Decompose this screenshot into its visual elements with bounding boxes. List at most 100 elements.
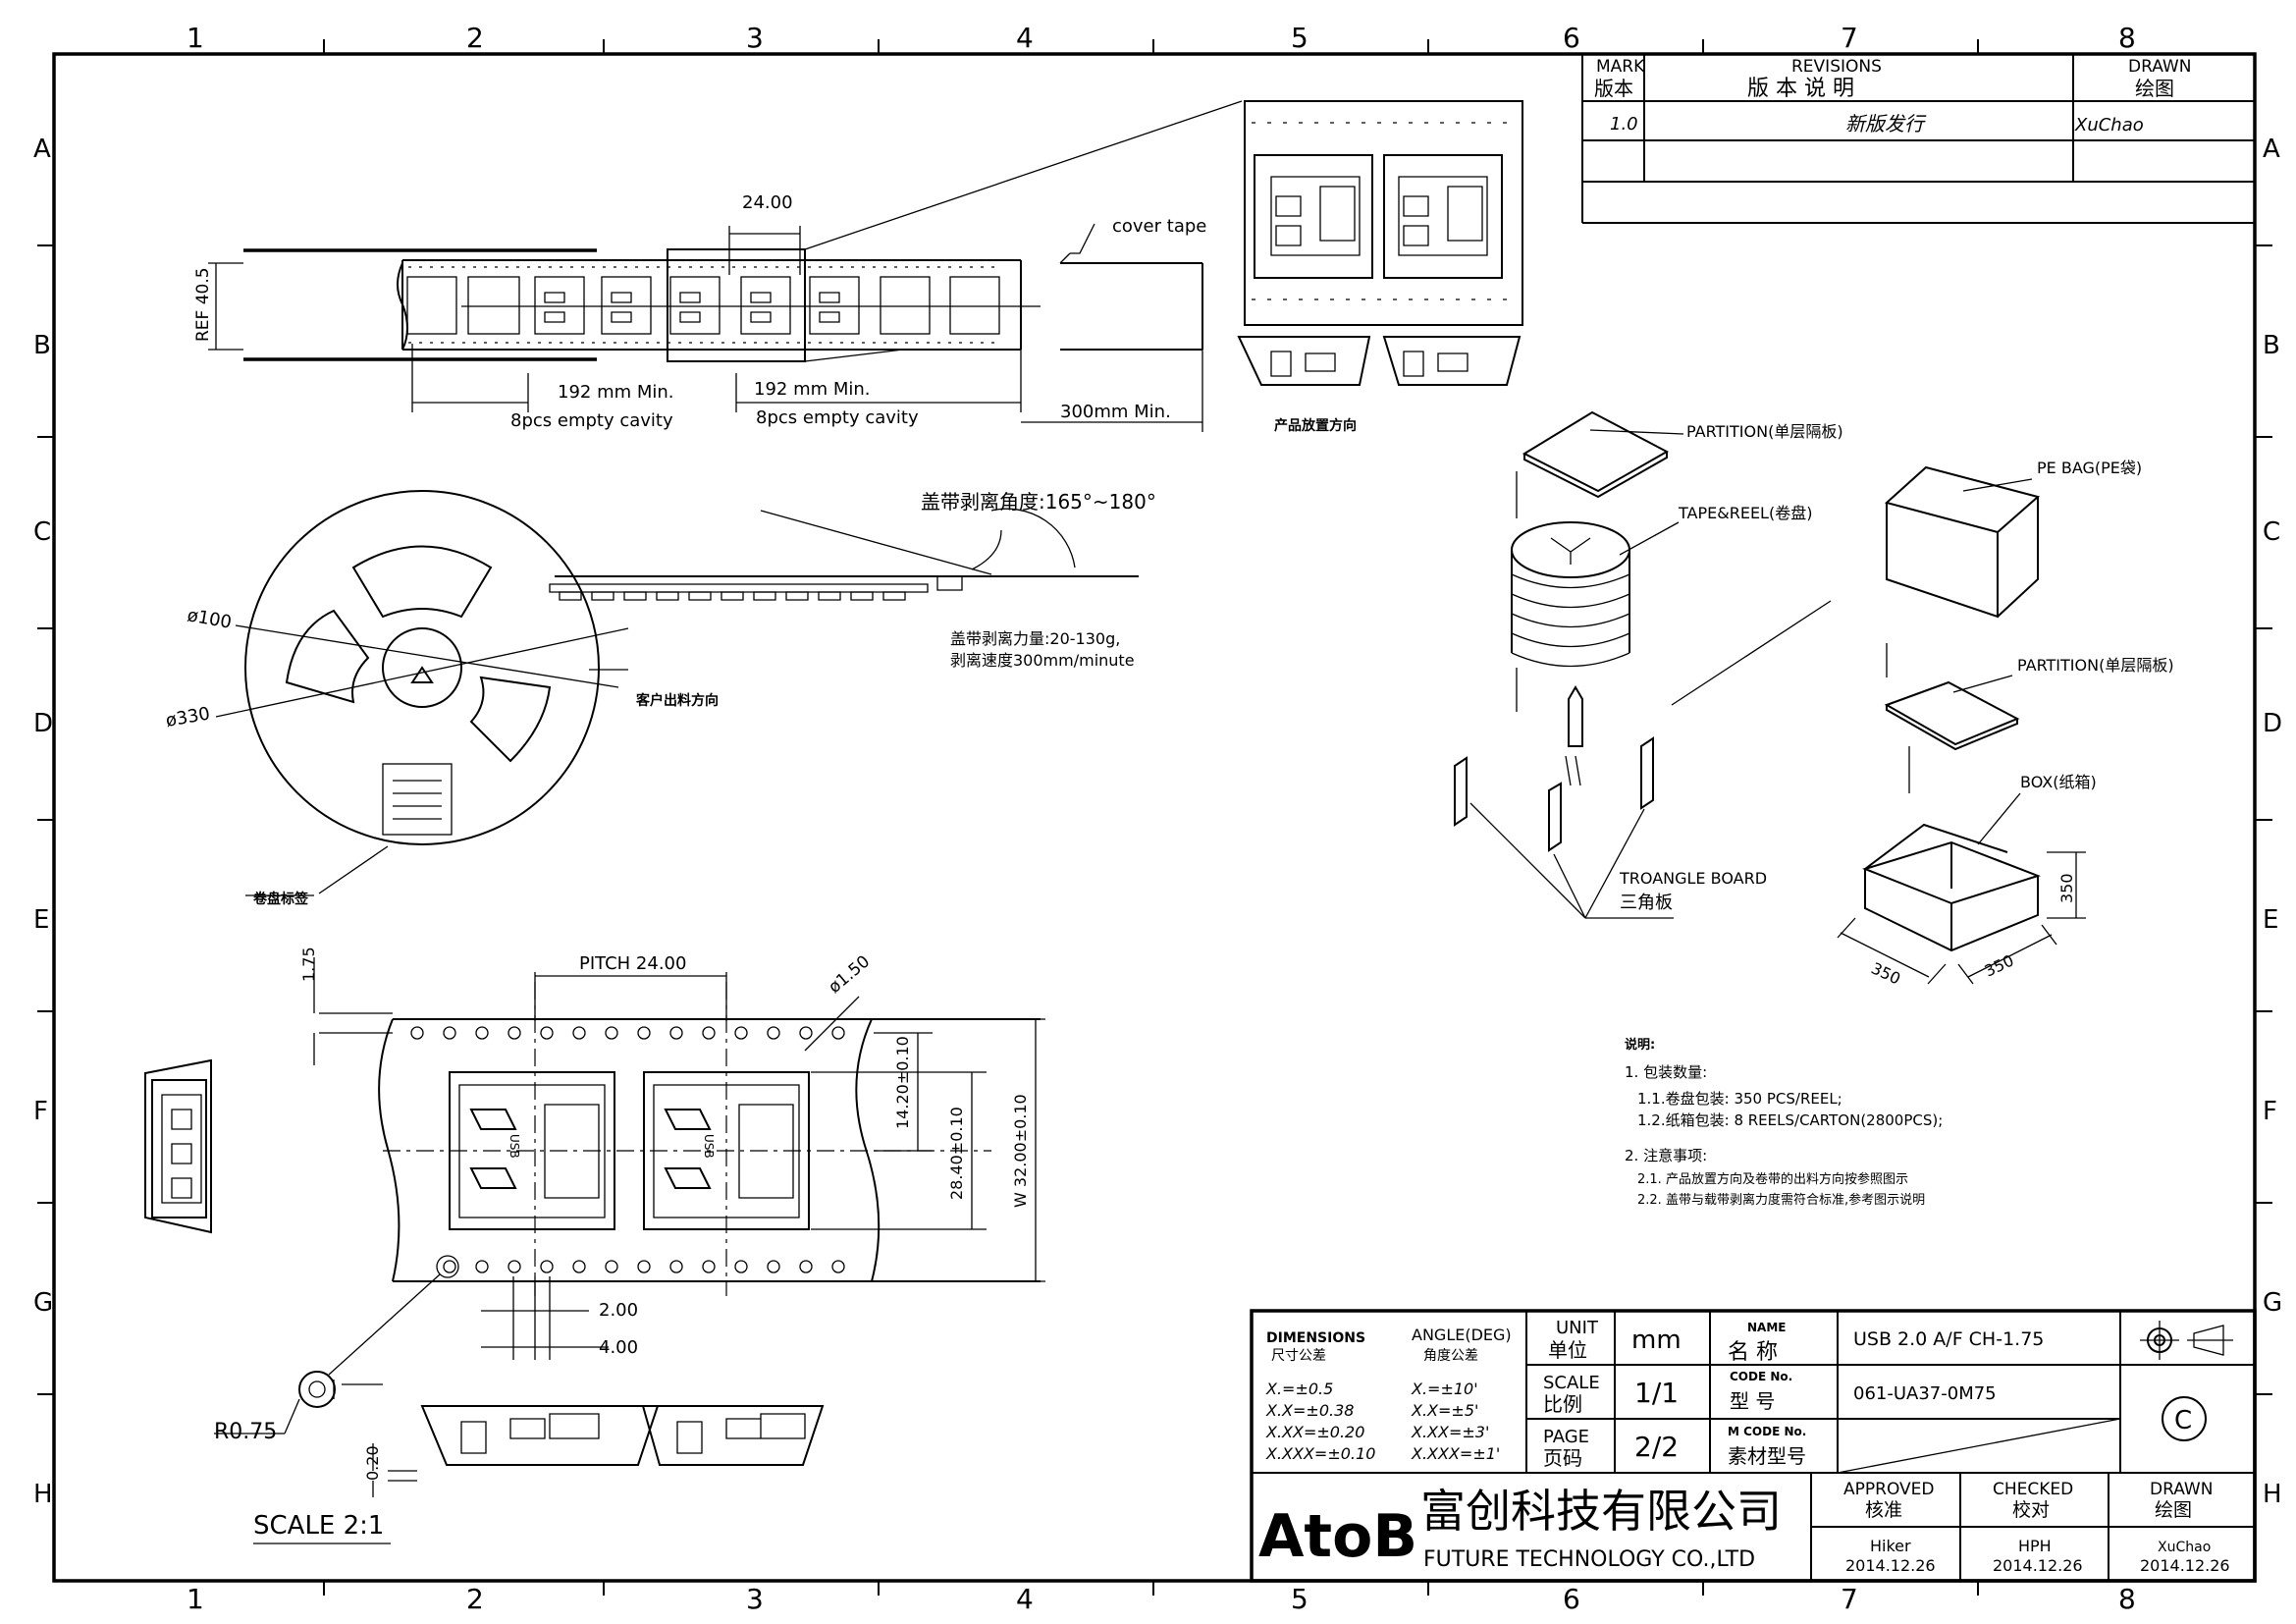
row-label: F: [2263, 1097, 2277, 1126]
drawn-by: XuChao: [2158, 1540, 2211, 1555]
company-name-en: FUTURE TECHNOLOGY CO.,LTD: [1423, 1547, 1755, 1572]
approved-label: APPROVED: [1843, 1480, 1935, 1499]
row-label: A: [2263, 135, 2280, 164]
note-2-1: 2.1. 产品放置方向及卷带的出料方向按参照图示: [1637, 1171, 1908, 1187]
name-label-cn: 名 称: [1728, 1340, 1778, 1365]
pe-bag-label: PE BAG(PE袋): [2037, 459, 2142, 477]
unit-label-cn: 单位: [1548, 1338, 1587, 1362]
col-label: 5: [1291, 22, 1308, 54]
note-2: 2. 注意事项:: [1625, 1147, 1707, 1164]
hole-offset-dim: 2.00: [599, 1300, 638, 1321]
dims-label-cn: 尺寸公差: [1271, 1348, 1326, 1364]
empty-note-2: 8pcs empty cavity: [756, 407, 919, 428]
row-label: C: [2263, 517, 2280, 547]
corner-radius: R0.75: [214, 1420, 277, 1444]
col-label: 6: [1563, 1583, 1580, 1615]
part-code: 061-UA37-0M75: [1853, 1383, 1997, 1404]
scale-label-cn: 比例: [1543, 1392, 1582, 1416]
tape-thickness: 0.20: [363, 1445, 382, 1481]
row-label: G: [33, 1288, 53, 1318]
scale-value: 1/1: [1634, 1377, 1679, 1409]
col-label: 7: [1841, 22, 1858, 54]
col-label: 4: [1016, 22, 1034, 54]
checked-by: HPH: [2018, 1537, 2052, 1555]
scale-label: SCALE: [1543, 1373, 1600, 1393]
angle-tol-3: X.XX=±3': [1411, 1423, 1489, 1441]
drawn-label-tb-cn: 绘图: [2155, 1499, 2192, 1521]
reel-label: 卷盘标签: [252, 891, 309, 907]
page-label: PAGE: [1543, 1427, 1589, 1447]
name-label: NAME: [1747, 1321, 1786, 1334]
notes: 说明: 1. 包装数量: 1.1.卷盘包装: 350 PCS/REEL; 1.2…: [1625, 1037, 1943, 1208]
angle-label-cn: 角度公差: [1423, 1348, 1478, 1364]
col-label: 6: [1563, 22, 1580, 54]
checked-date: 2014.12.26: [1993, 1556, 2083, 1575]
note-2-2: 2.2. 盖带与载带剥离力度需符合标准,参考图示说明: [1637, 1192, 1925, 1208]
col-label: 8: [2118, 22, 2136, 54]
cover-tape-label: cover tape: [1112, 216, 1206, 237]
sprocket-edge-dim: 1.75: [299, 947, 318, 982]
box-width: 350: [1868, 958, 1903, 988]
zoom-tape-view: 产品放置方向: [1237, 100, 1523, 434]
detail-pitch: PITCH 24.00: [579, 953, 686, 974]
empty-length-1: 192 mm Min.: [558, 382, 674, 403]
tape-width-dim: W 32.00±0.10: [1011, 1094, 1030, 1208]
angle-tol-2: X.X=±5': [1411, 1401, 1478, 1420]
row-label: B: [33, 331, 51, 360]
drawn-date: 2014.12.26: [2140, 1556, 2230, 1575]
col-label: 3: [746, 1583, 764, 1615]
revisions-table: MARK 版本 REVISIONS 版 本 说 明 DRAWN 绘图 1.0 新…: [1581, 53, 2256, 224]
diameter-330: ø330: [164, 703, 211, 731]
unit-label: UNIT: [1556, 1318, 1599, 1338]
partition-label-1: PARTITION(单层隔板): [1686, 422, 1843, 441]
drawn-label-tb: DRAWN: [2150, 1480, 2213, 1499]
row-label: H: [33, 1480, 53, 1509]
copyright-icon: [2162, 1396, 2207, 1441]
note-1: 1. 包装数量:: [1625, 1063, 1707, 1081]
note-1-2: 1.2.纸箱包装: 8 REELS/CARTON(2800PCS);: [1637, 1111, 1943, 1129]
col-label: 8: [2118, 1583, 2136, 1615]
angle-tol-1: X.=±10': [1411, 1380, 1478, 1398]
col-label: 2: [466, 22, 484, 54]
pocket-width-dim: 28.40±0.10: [947, 1107, 966, 1200]
row-label: B: [2263, 331, 2280, 360]
row-label: F: [33, 1097, 48, 1126]
col-label: 3: [746, 22, 764, 54]
angle-tol-4: X.XXX=±1': [1411, 1444, 1500, 1463]
row-label: E: [2263, 905, 2278, 935]
partition-label-2: PARTITION(单层隔板): [2017, 656, 2174, 675]
grid-ticks: [37, 39, 2272, 1596]
pitch-dimension: 24.00: [742, 192, 793, 213]
checked-label-cn: 校对: [2012, 1499, 2050, 1521]
row-label: D: [33, 709, 53, 738]
triangle-board-label: TROANGLE BOARD: [1619, 869, 1767, 888]
hole-to-center-dim: 14.20±0.10: [893, 1036, 912, 1129]
hole-diameter: ø1.50: [825, 951, 874, 997]
revision-drawn: XuChao: [2074, 115, 2144, 135]
detail-scale: SCALE 2:1: [253, 1511, 384, 1541]
hole-pitch-dim: 4.00: [599, 1337, 638, 1358]
ref-dimension: REF 40.5: [193, 267, 213, 342]
code-label-cn: 型 号: [1730, 1389, 1775, 1413]
sprocket-holes: [410, 1026, 845, 1278]
empty-note-1: 8pcs empty cavity: [510, 410, 673, 431]
notes-title: 说明:: [1625, 1037, 1655, 1053]
row-label: H: [2263, 1480, 2282, 1509]
tolerance-1: X.=±0.5: [1265, 1380, 1333, 1398]
dims-label: DIMENSIONS: [1266, 1330, 1365, 1346]
placement-direction: 产品放置方向: [1274, 417, 1357, 434]
revisions-label-cn: 版 本 说 明: [1747, 77, 1854, 101]
drawn-label: DRAWN: [2128, 57, 2191, 77]
tolerance-4: X.XXX=±0.10: [1265, 1444, 1375, 1463]
mcode-label-cn: 素材型号: [1728, 1444, 1806, 1468]
approved-date: 2014.12.26: [1845, 1556, 1936, 1575]
revision-mark: 1.0: [1610, 114, 1638, 135]
feed-direction: 客户出料方向: [635, 692, 719, 709]
note-1-1: 1.1.卷盘包装: 350 PCS/REEL;: [1637, 1090, 1842, 1108]
tape-reel-label: TAPE&REEL(卷盘): [1678, 504, 1812, 522]
approved-by: Hiker: [1870, 1537, 1911, 1555]
packing-view: PARTITION(单层隔板) TAPE&REEL(卷盘) TROANGLE B…: [1454, 410, 2174, 989]
row-label: C: [33, 517, 51, 547]
grid-column-labels: 1 2 3 4 5 6 7 8 1 2 3 4 5 6 7 8: [187, 22, 2136, 1615]
